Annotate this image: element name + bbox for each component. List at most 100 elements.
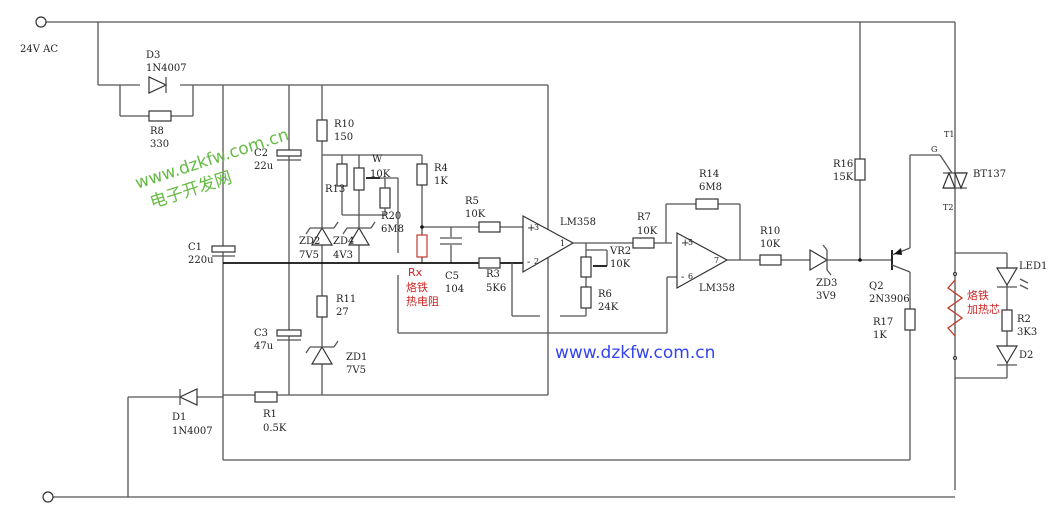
svg-text:LM358: LM358	[699, 283, 735, 294]
svg-text:R14: R14	[699, 169, 719, 180]
triac-bt137: G T1 T2 BT137	[931, 130, 1006, 212]
svg-text:10K: 10K	[465, 209, 486, 220]
opamp-lm358-a: + 3 - 2 1 LM358	[522, 214, 596, 274]
svg-text:T2: T2	[943, 203, 953, 212]
diode-d3: D3 1N4007	[140, 50, 187, 95]
svg-text:3V9: 3V9	[816, 291, 836, 302]
opamp-lm358-b: + 5 - 6 7 LM358	[676, 231, 735, 294]
svg-text:R1: R1	[263, 409, 277, 420]
svg-text:C3: C3	[254, 328, 268, 339]
svg-text:R5: R5	[465, 196, 479, 207]
svg-text:R13: R13	[325, 184, 345, 195]
svg-text:R20: R20	[381, 211, 401, 222]
svg-text:47u: 47u	[254, 341, 274, 352]
svg-text:1: 1	[560, 239, 565, 248]
svg-text:R16: R16	[833, 159, 853, 170]
svg-text:6M8: 6M8	[699, 182, 722, 193]
resistor-r17: R17 1K	[873, 308, 916, 341]
resistor-r5: R5 10K	[465, 196, 501, 233]
zener-zd1: ZD1 7V5	[305, 340, 367, 376]
svg-text:220u: 220u	[188, 255, 214, 266]
svg-text:Rx: Rx	[408, 266, 423, 279]
svg-text:7V5: 7V5	[299, 250, 319, 261]
svg-text:R2: R2	[1017, 314, 1031, 325]
svg-text:1K: 1K	[434, 176, 448, 187]
svg-text:T1: T1	[944, 130, 954, 139]
resistor-r3: R3 5K6	[478, 257, 506, 294]
ac-terminal-bottom	[42, 491, 54, 503]
svg-text:ZD2: ZD2	[299, 236, 320, 247]
svg-text:7: 7	[714, 256, 719, 265]
svg-text:1N4007: 1N4007	[146, 63, 187, 74]
resistor-r2: R2 3K3	[1001, 309, 1037, 338]
zener-zd4: ZD4 4V3	[333, 221, 376, 261]
svg-text:-: -	[527, 257, 530, 268]
svg-text:BT137: BT137	[973, 169, 1006, 180]
heater-element: 烙铁 加热芯	[946, 271, 1000, 361]
supply-label: 24V AC	[20, 44, 58, 55]
svg-text:10K: 10K	[370, 169, 391, 180]
potentiometer-w: W 10K	[353, 154, 391, 191]
svg-text:330: 330	[150, 139, 169, 150]
svg-text:W: W	[372, 154, 383, 165]
svg-text:104: 104	[445, 284, 464, 295]
svg-text:150: 150	[334, 132, 353, 143]
svg-text:3: 3	[534, 223, 539, 232]
svg-text:R4: R4	[434, 163, 448, 174]
svg-text:G: G	[931, 145, 937, 154]
svg-text:C2: C2	[254, 148, 268, 159]
svg-text:D1: D1	[172, 412, 186, 423]
svg-text:加热芯: 加热芯	[967, 302, 1000, 316]
svg-text:6M8: 6M8	[381, 224, 404, 235]
svg-text:6: 6	[688, 272, 693, 281]
svg-text:热电阻: 热电阻	[406, 295, 439, 308]
svg-text:R11: R11	[336, 294, 356, 305]
resistor-r16: R16 15K	[833, 158, 866, 183]
svg-text:+: +	[681, 238, 689, 249]
svg-text:1N4007: 1N4007	[172, 426, 213, 437]
resistor-r4: R4 1K	[416, 163, 448, 187]
svg-text:27: 27	[336, 307, 349, 318]
svg-text:3K3: 3K3	[1017, 327, 1037, 338]
svg-text:C5: C5	[445, 271, 459, 282]
svg-text:VR2: VR2	[609, 246, 631, 257]
svg-text:D3: D3	[146, 50, 160, 61]
svg-text:LED1: LED1	[1019, 261, 1047, 272]
svg-text:4V3: 4V3	[333, 250, 353, 261]
svg-text:R10: R10	[760, 226, 780, 237]
resistor-r8: R8 330	[148, 110, 172, 150]
capacitor-c1: C1 220u	[188, 242, 236, 266]
capacitor-c5: C5 104	[440, 237, 464, 295]
resistor-r10-150: R10 150	[316, 119, 354, 143]
svg-text:ZD4: ZD4	[333, 236, 354, 247]
capacitor-c3: C3 47u	[254, 328, 302, 352]
svg-text:24K: 24K	[598, 302, 619, 313]
svg-text:R10: R10	[334, 119, 354, 130]
svg-text:C1: C1	[188, 242, 202, 253]
resistor-r7: R7 10K	[632, 212, 658, 249]
svg-text:0.5K: 0.5K	[263, 423, 287, 434]
capacitor-c2: C2 22u	[254, 148, 302, 172]
svg-text:10K: 10K	[610, 259, 631, 270]
svg-text:-: -	[681, 272, 684, 283]
zener-zd2: ZD2 7V5	[299, 221, 339, 261]
svg-text:R8: R8	[150, 126, 164, 137]
svg-text:1K: 1K	[873, 330, 887, 341]
svg-text:D2: D2	[1019, 350, 1033, 361]
svg-text:烙铁: 烙铁	[406, 280, 428, 294]
resistor-r13: R13	[325, 163, 348, 195]
resistor-r11: R11 27	[316, 294, 356, 318]
svg-text:R17: R17	[873, 317, 893, 328]
svg-text:+: +	[527, 223, 535, 234]
sensor-rx: Rx 烙铁 热电阻	[406, 234, 439, 308]
diode-d1: D1 1N4007	[172, 388, 213, 437]
watermark-blue: www.dzkfw.com.cn	[555, 343, 715, 363]
svg-text:5: 5	[688, 238, 693, 247]
resistor-r10-10k: R10 10K	[759, 226, 782, 266]
led1: LED1	[995, 261, 1047, 290]
svg-text:Q2: Q2	[869, 281, 884, 292]
transistor-q2: Q2 2N3906	[869, 247, 911, 305]
svg-text:R7: R7	[637, 212, 651, 223]
ac-terminal-top	[35, 16, 47, 28]
